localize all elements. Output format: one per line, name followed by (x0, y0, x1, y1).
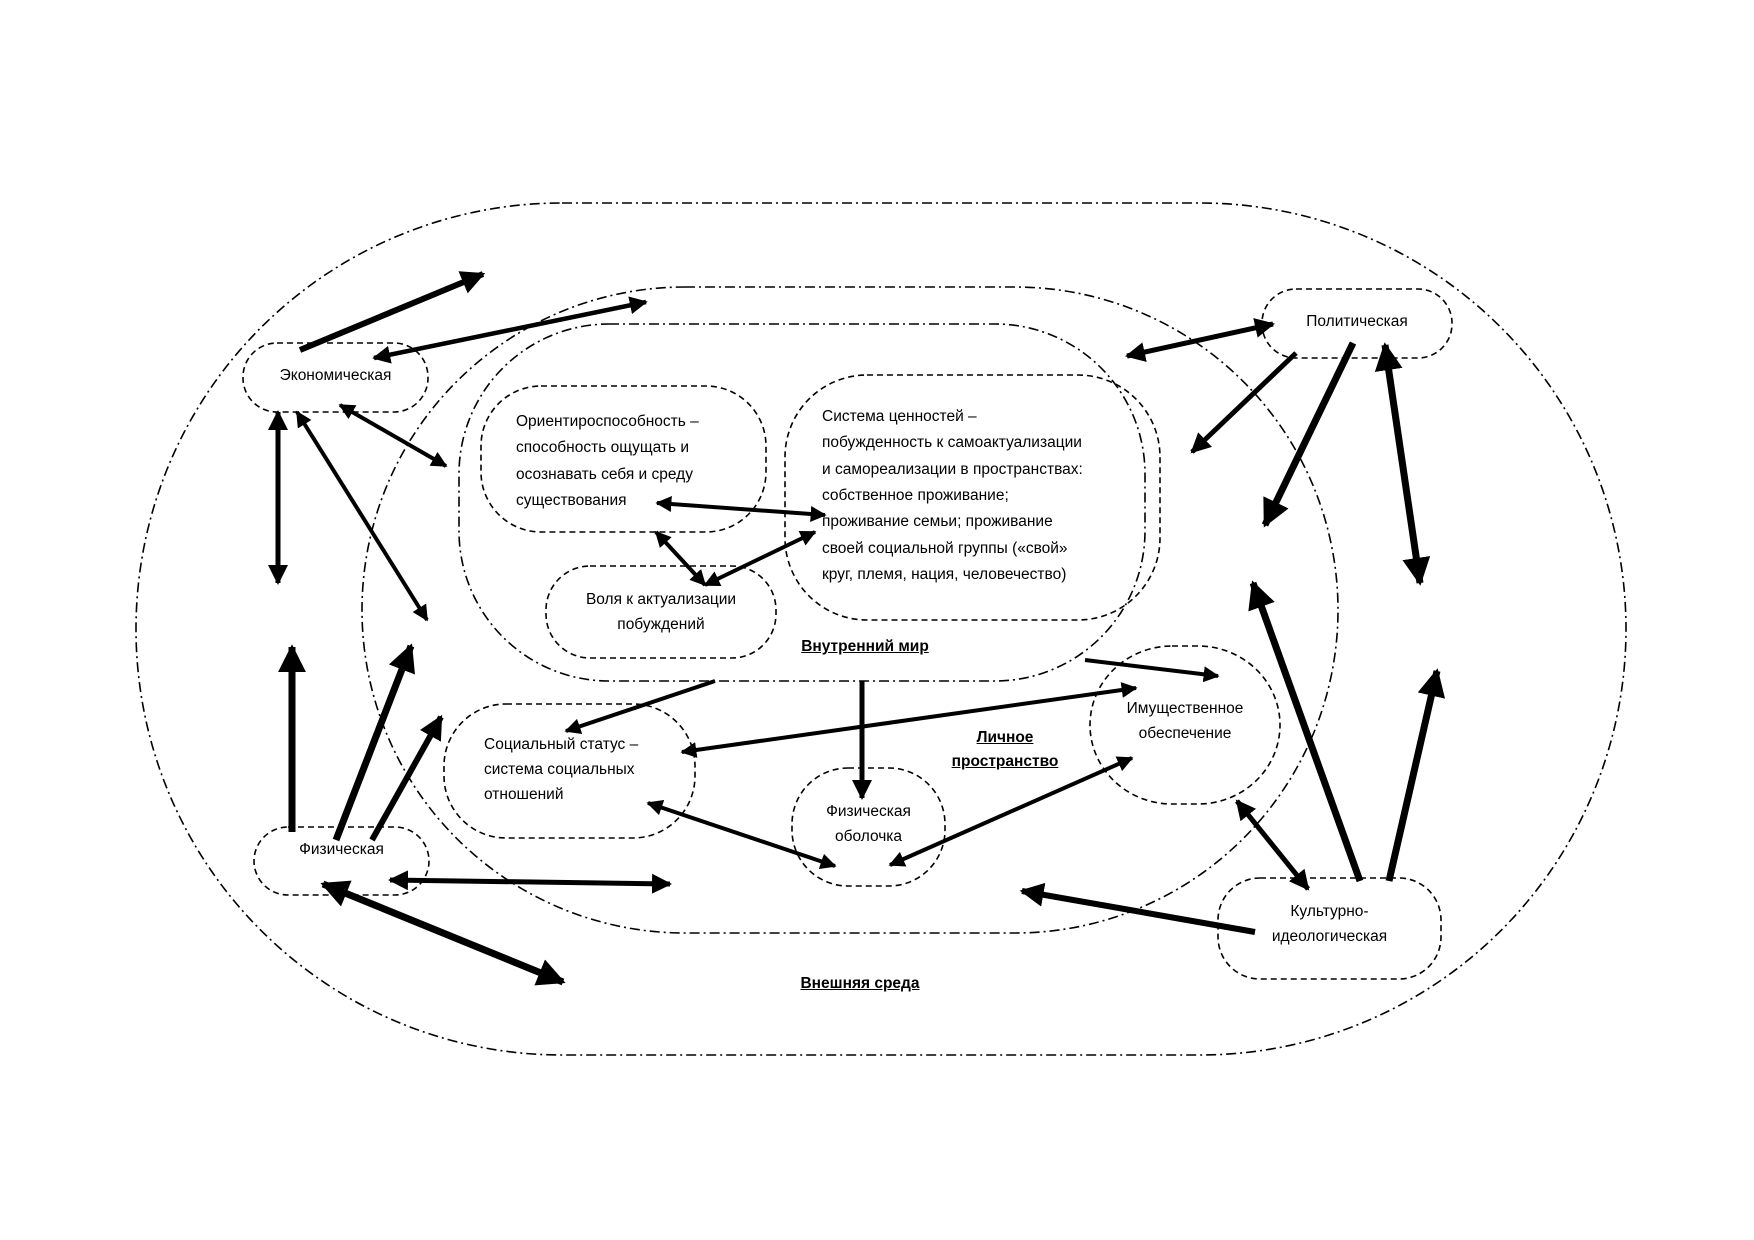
orientation-label: Ориентироспособность – способность ощуща… (516, 409, 761, 514)
orientation-line: способность ощущать и (516, 439, 690, 457)
arrow (1235, 799, 1310, 891)
physical-body-label: Физическая оболочка (792, 800, 945, 850)
arrow (1385, 668, 1446, 882)
political-sphere-label: Политическая (1306, 313, 1408, 330)
property-label: Имущественное обеспечение (1090, 697, 1280, 747)
arrow (564, 679, 716, 735)
cultural-ideological-label: Культурно- идеологическая (1218, 900, 1441, 950)
arrow (703, 530, 817, 587)
status-line: Социальный статус – (484, 736, 639, 753)
status-line: отношений (484, 785, 564, 803)
status-line: система социальных (484, 760, 635, 778)
personal-space-title-line1: Личное (976, 729, 1034, 746)
will-line: Воля к актуализации (585, 591, 737, 608)
arrow (1374, 342, 1431, 586)
orientation-line: осознавать себя и среду (516, 465, 693, 483)
orientation-node (480, 385, 767, 533)
body-line: Физическая (826, 803, 911, 820)
inner-world-boundary (458, 323, 1146, 682)
arrow (888, 756, 1134, 867)
values-line: Система ценностей – (822, 408, 977, 425)
inner-world-title: Внутренний мир (801, 638, 929, 655)
arrow (655, 496, 827, 522)
cultural-label-line2: идеологическая (1271, 927, 1388, 945)
orientation-line: существования (516, 492, 627, 510)
outer-environment-boundary (135, 202, 1627, 1056)
will-line: побуждений (617, 615, 705, 633)
values-line: своей социальной группы («свой» (822, 539, 1068, 557)
values-system-label: Система ценностей – побужденность к само… (822, 404, 1152, 588)
arrow (338, 403, 448, 468)
arrow (372, 296, 648, 364)
values-line: и самореализации в пространствах: (822, 460, 1083, 478)
physical-sphere-label: Физическая (299, 841, 384, 858)
values-line: проживание семьи; проживание (822, 513, 1053, 531)
arrow (1261, 341, 1357, 528)
arrow (680, 682, 1138, 758)
body-line: оболочка (834, 827, 903, 845)
arrow (295, 410, 429, 622)
property-line: Имущественное (1126, 700, 1244, 717)
arrow (1084, 658, 1220, 683)
cultural-label-line1: Культурно- (1290, 903, 1369, 920)
personal-space-title-line2: пространство (951, 753, 1059, 771)
values-line: собственное проживание; (822, 487, 1009, 505)
personal-space-title: Личное пространство (920, 726, 1090, 774)
values-line: побужденность к самоактуализации (822, 434, 1082, 452)
arrow (1125, 318, 1275, 362)
arrow (1248, 580, 1364, 883)
property-line: обеспечение (1138, 724, 1232, 742)
arrow (1190, 351, 1298, 454)
arrow (332, 643, 415, 842)
arrow (369, 714, 444, 842)
values-system-node (784, 374, 1161, 621)
arrow (1019, 882, 1256, 935)
arrow (298, 271, 486, 353)
economic-sphere-label: Экономическая (279, 367, 392, 384)
arrow (646, 800, 837, 869)
arrow (320, 880, 566, 986)
values-line: круг, племя, нация, человечество) (822, 566, 1067, 584)
social-status-node (443, 703, 696, 839)
arrow (654, 530, 707, 587)
orientation-line: Ориентироспособность – (516, 413, 699, 430)
outer-zone-title: Внешняя среда (800, 975, 920, 992)
arrow (388, 870, 672, 894)
will-label: Воля к актуализации побуждений (546, 588, 776, 638)
social-status-label: Социальный статус – система социальных о… (484, 733, 694, 807)
